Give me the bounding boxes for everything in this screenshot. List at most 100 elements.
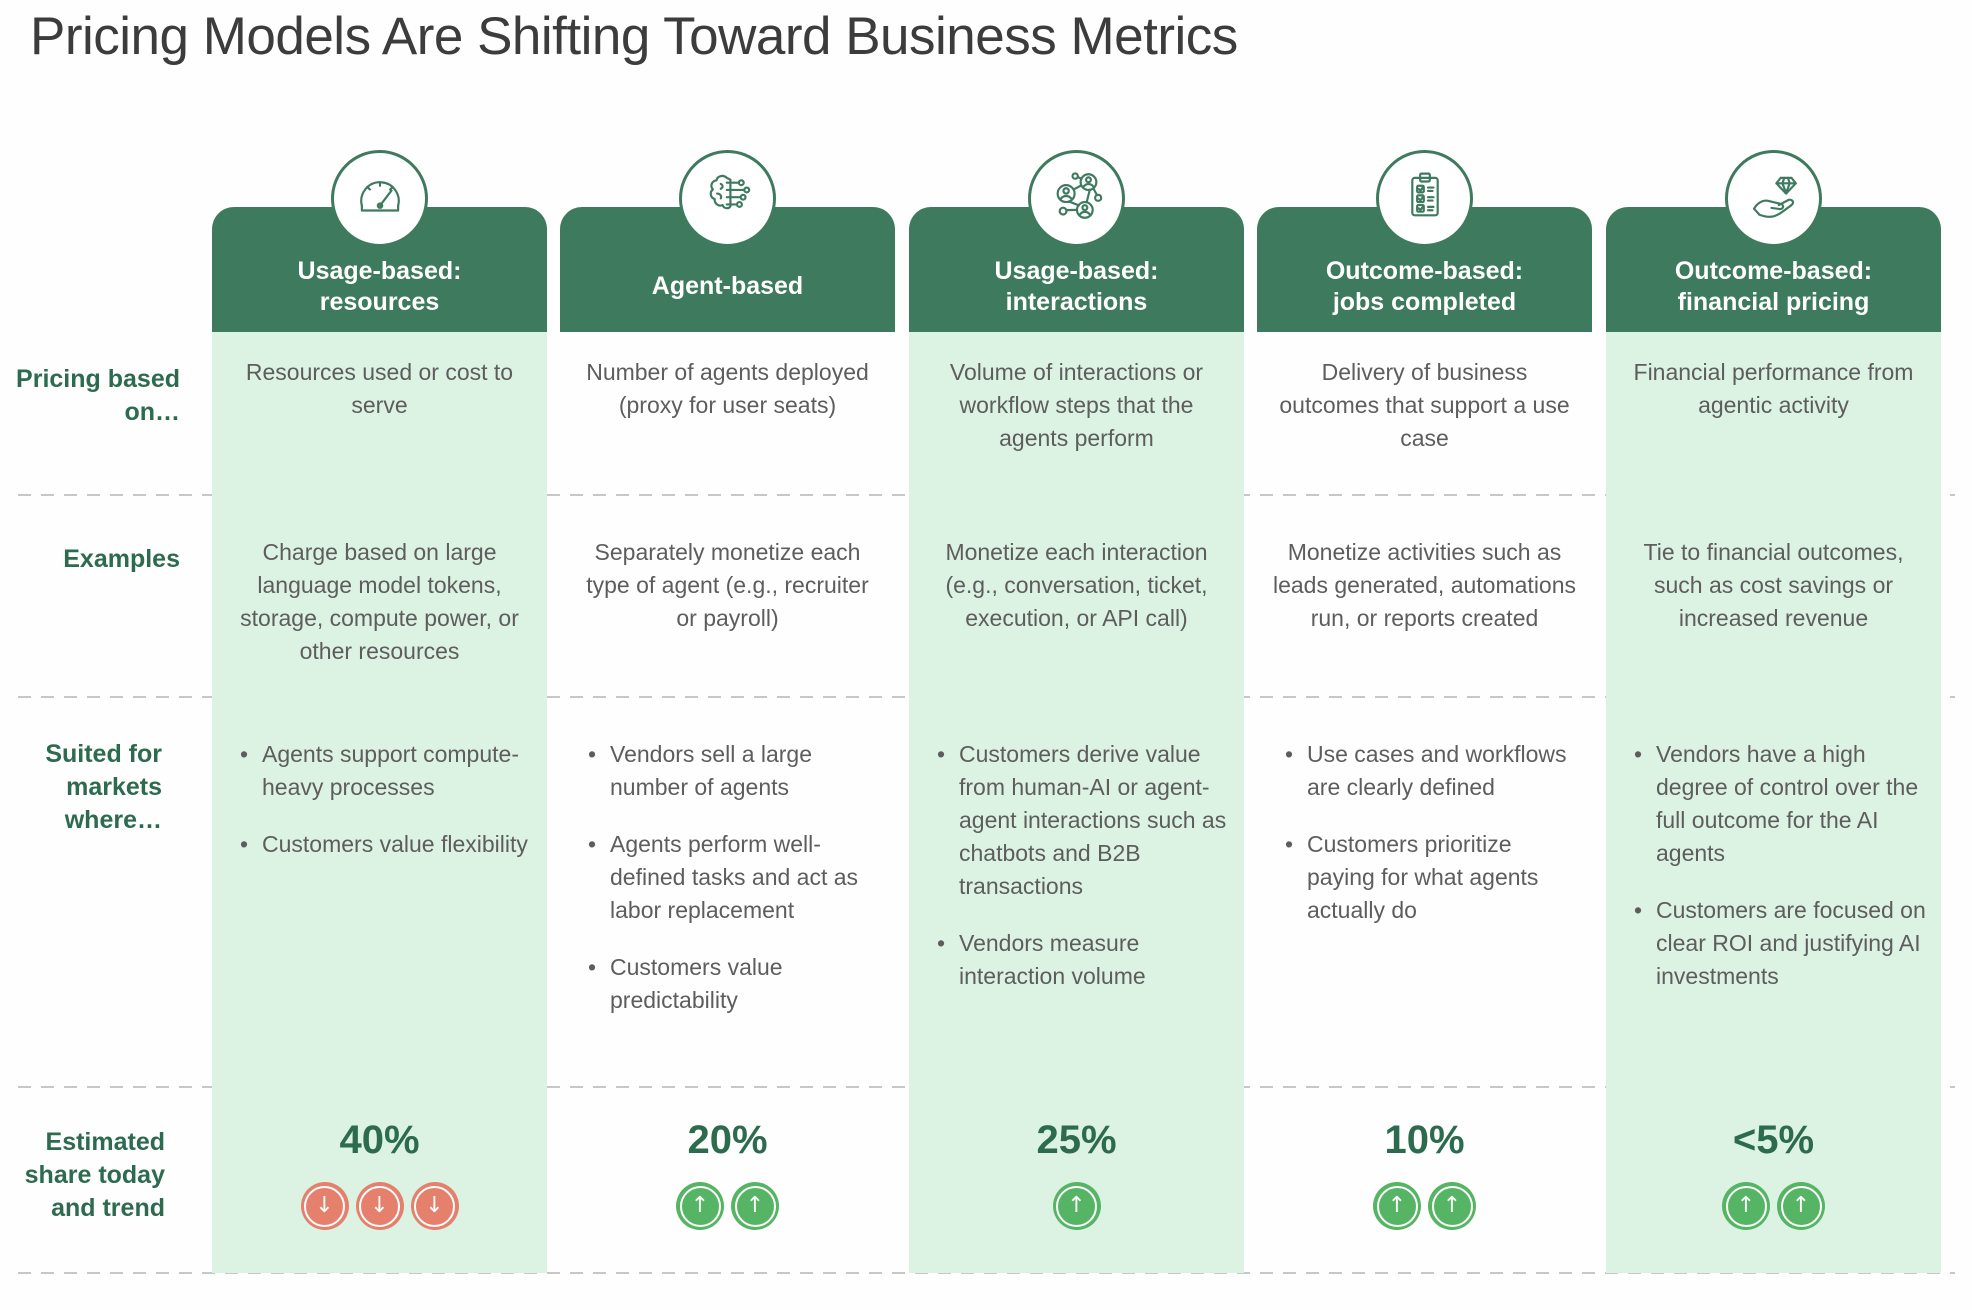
column-header-label: Usage-based: interactions	[994, 256, 1159, 316]
pricing-based-on-cell: Resources used or cost to serve	[245, 359, 514, 418]
trend-up-arrow-icon: ↑	[1052, 1182, 1101, 1230]
arrow-glyph: ↑	[679, 1185, 721, 1227]
bullet-dot: •	[937, 930, 946, 956]
trend-icons: ↑↑	[1257, 1182, 1592, 1230]
pricing-model-column: Outcome-based: financial pricing Financi…	[1606, 0, 1941, 1310]
suited-bullet: • Vendors measure interaction volume	[937, 927, 1230, 993]
bullet-dot: •	[1285, 741, 1294, 767]
page-title: Pricing Models Are Shifting Toward Busin…	[30, 7, 1238, 66]
bullet-dot: •	[588, 954, 597, 980]
arrow-glyph: ↑	[1056, 1185, 1097, 1227]
bullet-text: Agents perform well-defined tasks and ac…	[610, 831, 859, 923]
trend-icons: ↑	[909, 1182, 1244, 1230]
suited-list: •Use cases and workflows are clearly def…	[1285, 738, 1578, 927]
column-body-bg	[212, 332, 547, 1273]
gauge-icon	[351, 167, 409, 230]
suited-list: •Agents support compute-heavy processes•…	[240, 738, 533, 861]
suited-bullet: • Agents support compute-heavy processes	[240, 738, 533, 804]
row-label-estimated-share: Estimated share today and trend	[24, 1128, 165, 1222]
bullet-text: Agents support compute-heavy processes	[262, 741, 519, 800]
suited-bullet: • Customers prioritize paying for what ag…	[1285, 828, 1578, 927]
trend-up-arrow-icon: ↑	[676, 1182, 724, 1230]
bullet-text: Vendors sell a large number of agents	[610, 741, 813, 800]
bullet-dot: •	[1285, 831, 1294, 857]
arrow-glyph: ↑	[1431, 1185, 1473, 1227]
bullet-dot: •	[240, 831, 249, 857]
trend-up-arrow-icon: ↑	[1373, 1182, 1421, 1230]
column-header-label: Usage-based: resources	[297, 256, 462, 316]
row-label-suited-for: Suited for markets where…	[45, 740, 162, 834]
suited-bullet: • Customers value flexibility	[240, 828, 533, 861]
suited-for-cell: • Vendors sell a large number of agents • A…	[560, 738, 895, 1041]
people-network-icon	[1048, 167, 1106, 230]
bullet-text: Customers value flexibility	[262, 831, 528, 857]
suited-bullet: •Customers value predictability	[588, 951, 881, 1017]
trend-up-arrow-icon: ↑	[731, 1182, 779, 1230]
column-header-label: Outcome-based: financial pricing	[1674, 256, 1873, 316]
suited-bullet: •Vendors have a high degree of control o…	[1634, 738, 1927, 870]
suited-list: • Customers derive value from human-AI or…	[937, 738, 1230, 993]
suited-for-cell: •Vendors have a high degree of control o…	[1606, 738, 1941, 1017]
suited-list: • Vendors sell a large number of agents • A…	[588, 738, 881, 1017]
share-value: 10%	[1384, 1118, 1465, 1162]
pricing-model-column: Outcome-based: jobs completed Delivery o…	[1257, 0, 1592, 1310]
bullet-text: Customers are focused on clear ROI and j…	[1656, 897, 1926, 989]
bullet-text: Vendors measure interaction volume	[959, 930, 1146, 989]
trend-up-arrow-icon: ↑	[1428, 1182, 1476, 1230]
bullet-dot: •	[240, 741, 249, 767]
hand-diamond-icon	[1745, 167, 1803, 230]
arrow-glyph: ↑	[1376, 1185, 1418, 1227]
examples-cell: Monetize activities such as leads genera…	[1272, 539, 1577, 631]
examples-cell: Charge based on large language model tok…	[240, 539, 519, 664]
bullet-dot: •	[588, 741, 597, 767]
share-value: 25%	[1036, 1118, 1117, 1162]
bullet-text: Customers prioritize paying for what age…	[1307, 831, 1539, 923]
trend-down-arrow-icon: ↓	[355, 1182, 404, 1230]
suited-list: •Vendors have a high degree of control o…	[1634, 738, 1927, 993]
brain-circuit-icon	[699, 167, 757, 230]
column-header-label: Agent-based	[651, 272, 804, 300]
column-icon-circle	[1376, 150, 1473, 247]
pricing-model-column: Usage-based: interactions Volume of inte…	[909, 0, 1244, 1310]
suited-for-cell: •Agents support compute-heavy processes•…	[212, 738, 547, 885]
trend-icons: ↑↑	[1606, 1182, 1941, 1230]
bullet-text: Customers derive value from human-AI or …	[959, 741, 1227, 899]
column-icon-circle	[331, 150, 428, 247]
arrow-glyph: ↓	[304, 1185, 345, 1227]
suited-bullet: •Use cases and workflows are clearly def…	[1285, 738, 1578, 804]
column-body-bg	[1606, 332, 1941, 1273]
suited-bullet: • Agents perform well-defined tasks and a…	[588, 828, 881, 927]
examples-cell: Separately monetize each type of agent (…	[586, 539, 869, 631]
trend-icons: ↓↓↓	[212, 1182, 547, 1230]
trend-up-arrow-icon: ↑	[1722, 1182, 1770, 1230]
examples-cell: Tie to financial outcomes, such as cost …	[1643, 539, 1904, 631]
examples-cell: Monetize each interaction (e.g., convers…	[945, 539, 1208, 631]
pricing-based-on-cell: Number of agents deployed (proxy for use…	[586, 359, 869, 418]
suited-bullet: • Customers derive value from human-AI or…	[937, 738, 1230, 903]
column-icon-circle	[1028, 150, 1125, 247]
pricing-based-on-cell: Financial performance from agentic activ…	[1633, 359, 1914, 418]
column-body-bg	[909, 332, 1244, 1273]
bullet-dot: •	[937, 741, 946, 767]
pricing-based-on-cell: Delivery of business outcomes that suppo…	[1279, 359, 1570, 451]
suited-bullet: • Customers are focused on clear ROI and …	[1634, 894, 1927, 993]
arrow-glyph: ↑	[1725, 1185, 1767, 1227]
trend-up-arrow-icon: ↑	[1777, 1182, 1825, 1230]
arrow-glyph: ↑	[734, 1185, 776, 1227]
clipboard-checklist-icon	[1396, 167, 1454, 230]
share-value: 40%	[339, 1118, 420, 1162]
trend-icons: ↑↑	[560, 1182, 895, 1230]
bullet-dot: •	[1634, 897, 1643, 923]
suited-for-cell: •Use cases and workflows are clearly def…	[1257, 738, 1592, 951]
bullet-dot: •	[1634, 741, 1643, 767]
column-header-label: Outcome-based: jobs completed	[1325, 256, 1524, 316]
pricing-model-column: Agent-based Number of agents deployed (p…	[560, 0, 895, 1310]
bullet-dot: •	[588, 831, 597, 857]
suited-for-cell: • Customers derive value from human-AI or…	[909, 738, 1244, 1017]
suited-bullet: • Vendors sell a large number of agents	[588, 738, 881, 804]
trend-down-arrow-icon: ↓	[410, 1182, 459, 1230]
row-divider	[18, 1272, 1955, 1274]
pricing-model-column: Usage-based: resources Resources used or…	[212, 0, 547, 1310]
row-label-pricing-based-on: Pricing based on…	[16, 365, 180, 426]
arrow-glyph: ↓	[359, 1185, 400, 1227]
